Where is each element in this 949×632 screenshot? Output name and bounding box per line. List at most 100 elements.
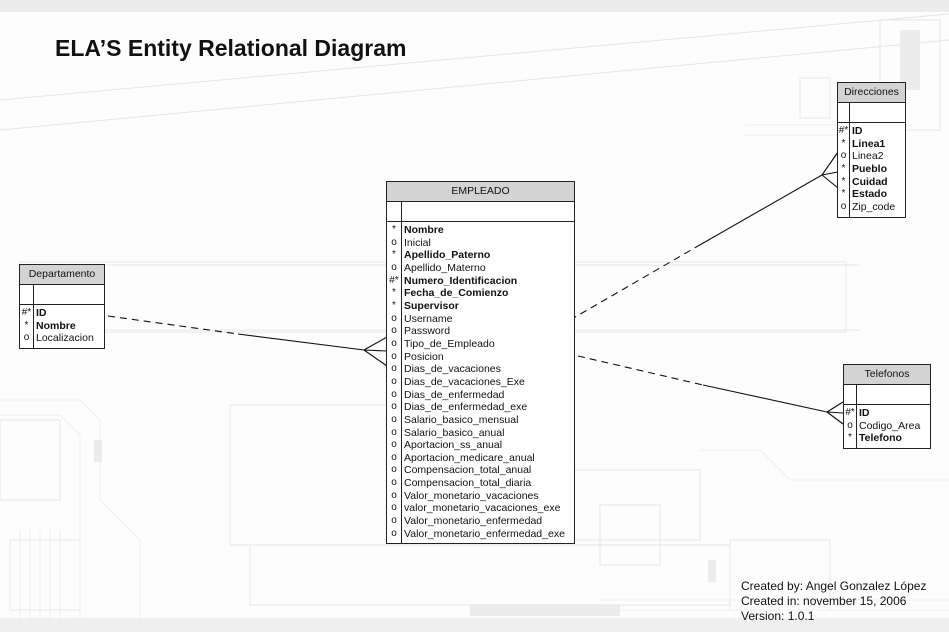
attribute-marker: o [391,477,397,489]
attribute-marker: o [23,332,30,344]
attribute-name: ID [859,407,870,419]
attribute-marker: o [391,375,397,387]
attribute-marker: o [391,325,397,337]
attribute-marker: * [24,319,29,331]
attribute-name: Valor_monetario_enfermedad_exe [404,527,565,540]
attribute-row: *Estado [838,188,905,201]
attribute-row: *Fecha_de_Comienzo [387,287,574,300]
attribute-marker: o [391,413,397,425]
attribute-name: Nombre [404,224,444,236]
attribute-name: Dias_de_vacaciones_Exe [404,375,525,388]
crowfoot-empleado-departamento-top [363,336,388,351]
attribute-name: Compensacion_total_anual [404,464,532,477]
attribute-marker: #* [838,125,849,136]
attribute-row: *Telefono [844,432,930,445]
attribute-name: Estado [852,188,888,201]
diagram-title: ELA’S Entity Relational Diagram [55,35,407,61]
attribute-row: o Localizacion [20,332,104,345]
attribute-name: Dias_de_enfermedad_exe [404,401,528,414]
attribute-name: Codigo_Area [859,419,921,432]
entity-header: EMPLEADO [387,182,574,202]
attribute-marker: o [391,388,397,400]
created-in: Created in: november 15, 2006 [741,594,907,608]
entity-spacer [838,103,905,123]
attribute-row: #*ID [838,125,905,138]
attribute-row: * Pueblo [838,163,905,176]
entity-spacer [387,202,574,222]
attribute-name: Localizacion [36,332,94,345]
attribute-name: Username [404,312,453,325]
entity-header: Telefonos [844,365,930,385]
attribute-row: #*ID [20,307,104,320]
attribute-marker: o [391,350,397,362]
attribute-row: * Apellido_Paterno [387,249,574,262]
attribute-marker: * [841,175,846,187]
attribute-marker: o [391,236,397,248]
attribute-marker: #* [389,274,399,286]
column-divider [401,201,402,544]
rel-empleado-direcciones-optional [569,245,699,321]
attribute-name: Fecha_de_Comienzo [404,287,509,300]
rel-departamento-empleado-optional [107,315,239,335]
attribute-name: Aportacion_medicare_anual [404,451,535,464]
attribute-row: o Valor_monetario_enfermedad_exe [387,528,574,541]
crowfoot-telefonos-top [826,401,844,413]
attribute-marker: o [391,515,397,527]
attribute-marker: o [391,464,397,476]
crowfoot-telefonos-mid [826,411,844,414]
attribute-row: *Supervisor [387,300,574,313]
attribute-marker: * [841,162,846,174]
attribute-name: Salario_basico_anual [404,426,505,439]
attribute-name: Cuidad [852,175,888,188]
crowfoot-empleado-departamento-bottom [363,349,388,367]
attribute-name: Linea2 [852,150,884,163]
attribute-name: Valor_monetario_vacaciones [404,489,539,502]
crowfoot-direcciones-bottom [821,174,839,189]
attribute-name: Compensacion_total_diaria [404,477,532,490]
attribute-name: Pueblo [852,162,888,175]
created-by: Created by: Angel Gonzalez López [741,579,927,593]
attribute-row: o Compensacion_total_diaria [387,477,574,490]
crowfoot-direcciones-top [821,151,839,176]
attribute-marker: o [391,489,397,501]
entity-header: Departamento [20,265,104,285]
attribute-row: #*ID [844,407,930,420]
entity-header: Direcciones [838,83,905,103]
attribute-marker: * [841,137,846,149]
attribute-marker: o [391,363,397,375]
attribute-marker: * [392,224,396,235]
crowfoot-empleado-departamento-mid [363,349,388,352]
attribute-name: Zip_code [852,200,896,213]
attribute-marker: o [391,527,397,539]
credits-block: Created by: Angel Gonzalez López Created… [741,579,926,624]
attribute-row: * Cuidad [838,176,905,189]
attribute-row: *Linea1 [838,138,905,151]
attribute-name: Dias_de_vacaciones [404,363,501,376]
crowfoot-telefonos-bottom [826,411,844,425]
attribute-marker: * [392,299,396,311]
rel-empleado-direcciones-mandatory [697,174,823,247]
attribute-marker: o [391,337,397,349]
attribute-name: Apellido_Paterno [404,249,491,262]
attribute-marker: * [392,249,396,261]
attribute-row: o Dias_de_vacaciones_Exe [387,376,574,389]
attribute-row: #*Numero_Identificacion [387,275,574,288]
